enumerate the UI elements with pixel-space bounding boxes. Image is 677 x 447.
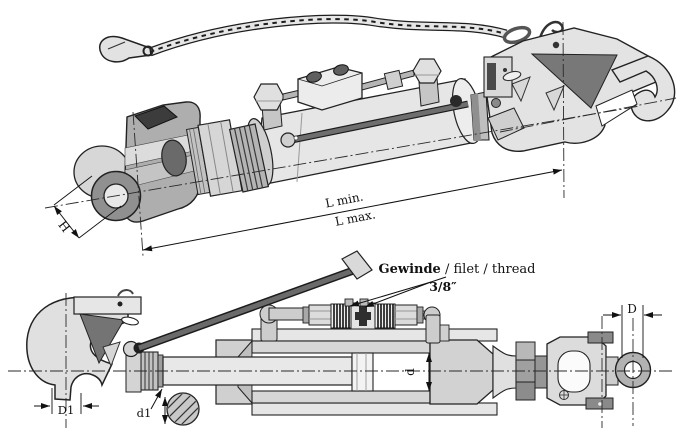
tie-plate-bottom [251, 402, 498, 416]
chain-shackle [502, 25, 532, 45]
hook-relief-1 [511, 76, 531, 103]
top-view: L min. L max. H [44, 14, 677, 257]
valve-assembly-side [259, 298, 450, 344]
hook-relief-2 [545, 85, 565, 112]
union-nut [383, 69, 404, 90]
end-cap-block [429, 339, 494, 405]
dimension-d1: d1 [137, 388, 200, 426]
safety-chain [99, 14, 564, 63]
handle-rod-ball [450, 95, 462, 107]
thread-size-label: 3/8″ [429, 279, 457, 294]
coil-right-ribs [377, 304, 394, 328]
piston-rod [162, 356, 353, 386]
snap-hook [99, 35, 152, 63]
dimension-l-line [142, 168, 563, 252]
centerline-hook-axis [499, 97, 677, 133]
elbow-pipe-right-vertical [425, 314, 441, 344]
hook-side-slot [121, 316, 139, 326]
collar-left [302, 306, 310, 324]
end-neck [492, 344, 517, 400]
claw-hook-side [26, 289, 145, 401]
hook-latch-pivot [491, 98, 501, 108]
valve-port-2 [333, 64, 349, 76]
hook-dark-face [530, 53, 618, 109]
clevis-end [515, 331, 652, 410]
centerline-left-vertical [132, 111, 144, 257]
piston [351, 352, 374, 392]
dimension-D1: D1 [34, 388, 99, 417]
thread-label-bold: Gewinde [379, 262, 441, 277]
chain-links [149, 18, 507, 53]
dimension-D: D [603, 302, 662, 358]
handle-rod-pin-dot [293, 135, 299, 141]
hook-side-dark-face [79, 313, 125, 365]
pipe-left-horizontal [268, 307, 309, 321]
hook-clamp-slot [487, 63, 496, 90]
thread-annotation: Gewinde / filet / thread 3/8″ [349, 262, 536, 308]
hook-mouth [595, 89, 638, 127]
dimension-d1-leader [150, 388, 163, 410]
dimension-d-label: d [403, 368, 417, 376]
support-post [439, 324, 450, 342]
clevis-cutout [557, 350, 591, 393]
coil-left-ribs [333, 304, 350, 328]
thread-leader-2 [364, 281, 432, 308]
collar-right [416, 306, 424, 324]
handle-rod-body [286, 101, 469, 144]
dimension-h-label: H [55, 218, 72, 235]
cross-fitting-v [359, 306, 367, 326]
hex-bolt-right [412, 58, 442, 84]
lever-head [341, 250, 373, 280]
claw-hook-top [483, 27, 676, 152]
collar-ring [534, 355, 548, 389]
hook-latch [487, 107, 525, 141]
handle-rod-pin [280, 132, 296, 148]
thread-label: Gewinde / filet / thread [379, 262, 536, 277]
tab-dot [598, 402, 602, 406]
cylinder-wall-bottom [251, 390, 431, 404]
side-view: Gewinde / filet / thread 3/8″ d D D1 [8, 250, 672, 428]
neck-dark-band [471, 93, 481, 141]
cylinder-wall-top [251, 340, 431, 354]
lever-body [138, 268, 353, 351]
dimension-l-min-label: L min. [324, 190, 365, 211]
hex-nut-bottom-facet [515, 381, 536, 401]
hex-fitting-left [308, 304, 332, 326]
section-circle [166, 392, 200, 426]
lever-handle [137, 250, 373, 352]
plate-rivet [117, 301, 123, 307]
hex-fitting-right [394, 304, 418, 326]
valve-block-assembly [253, 58, 442, 131]
ball-joint-end [73, 101, 270, 223]
fork-chamfer [134, 105, 178, 130]
dimension-D-label: D [627, 302, 637, 316]
hook-top-plate [73, 296, 142, 315]
valve-block-edge [297, 72, 363, 87]
hex-nut-top-facet [515, 341, 536, 361]
handle-rod [280, 95, 469, 148]
latch-spring-wire [117, 289, 134, 297]
valve-port-1 [306, 71, 322, 83]
chain-ring [142, 45, 154, 57]
dimension-D1-label: D1 [58, 403, 75, 417]
tie-plate-top [251, 328, 498, 342]
dimension-h-ext-2 [78, 205, 122, 239]
dimension-d: d [403, 353, 432, 391]
clevis-tab-top [587, 331, 614, 344]
dimension-l-max-label: L max. [334, 207, 377, 229]
hook-rivet [552, 41, 560, 49]
thread-label-rest: / filet / thread [441, 262, 536, 277]
dimension-h-line [53, 205, 80, 239]
hook-side-relief [102, 341, 121, 368]
hook-key-dot [503, 68, 507, 72]
hex-bolt-left [253, 83, 285, 111]
centerline-right-vertical [562, 21, 565, 199]
dimension-h-ext-1 [53, 175, 93, 206]
snap-hook-detail [107, 41, 126, 50]
dimension-d1-label: d1 [137, 406, 152, 420]
hook-key-slot [502, 70, 522, 82]
